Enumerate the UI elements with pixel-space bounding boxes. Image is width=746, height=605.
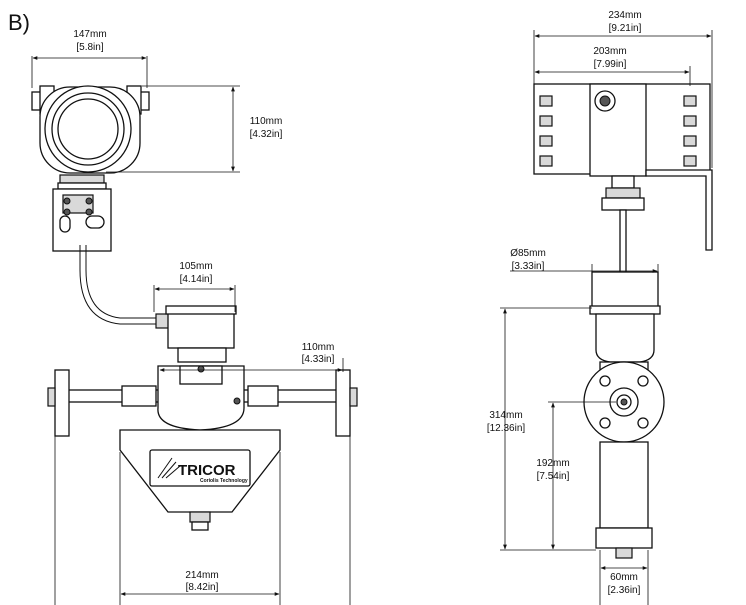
dim-label-in: [2.36in] — [608, 585, 641, 596]
cable-conduit — [79, 245, 160, 325]
logo-name: TRICOR — [178, 462, 236, 479]
dim-housing-width: 203mm [7.99in] — [534, 46, 691, 86]
dim-transmitter-height: 110mm [4.32in] — [106, 85, 283, 173]
dim-label-in: [7.99in] — [594, 59, 627, 70]
dim-label-mm: 314mm — [489, 410, 522, 421]
dim-label-in: [7.54in] — [537, 471, 570, 482]
dim-label-in: [4.14in] — [180, 274, 213, 285]
dim-overall-height: 314mm [12.36in] — [487, 307, 596, 551]
dim-label-mm: 214mm — [185, 570, 218, 581]
side-housing — [533, 83, 713, 251]
side-junction — [589, 271, 661, 363]
dim-label-mm: 60mm — [610, 572, 638, 583]
dim-label-mm: 147mm — [73, 29, 106, 40]
dim-label-mm: 110mm — [302, 342, 335, 353]
dim-overall-width: 234mm [9.21in] — [533, 10, 713, 168]
logo-mark-icon — [157, 457, 181, 479]
junction-box — [165, 305, 237, 363]
dim-label-mm: 105mm — [179, 261, 212, 272]
dim-label-in: [3.33in] — [512, 261, 545, 272]
dim-label-in: [9.21in] — [609, 23, 642, 34]
mounting-bracket — [52, 188, 112, 252]
sensor-body — [47, 365, 358, 531]
dim-base-width: 60mm [2.36in] — [599, 550, 649, 605]
dim-junction-box-width: 105mm [4.14in] — [153, 261, 236, 312]
dim-label-in: [5.8in] — [76, 42, 103, 53]
side-view: 234mm [9.21in] 203mm [7.99in] Ø85mm [3.3… — [487, 10, 713, 605]
side-flange — [583, 361, 665, 559]
dim-label-mm: 234mm — [608, 10, 641, 21]
dim-centerline-height: 192mm [7.54in] — [536, 401, 616, 550]
logo-tagline: Coriolis Technology — [200, 478, 248, 484]
dim-flange-offset: 110mm [4.33in] — [159, 342, 344, 372]
transmitter-housing — [31, 85, 150, 190]
front-view: TRICOR Coriolis Technology 147mm [5.8in]… — [31, 29, 358, 605]
dim-label-mm: 110mm — [250, 116, 283, 127]
tricor-logo: TRICOR Coriolis Technology — [149, 449, 251, 487]
dim-label-in: [4.33in] — [302, 354, 335, 365]
dim-diameter: Ø85mm [3.33in] — [510, 248, 659, 273]
dim-label-mm: 203mm — [593, 46, 626, 57]
dim-label-in: [4.32in] — [250, 129, 283, 140]
figure-label: B) — [8, 10, 30, 35]
dim-label-mm: Ø85mm — [510, 248, 546, 259]
dim-label-mm: 192mm — [536, 458, 569, 469]
dim-body-width: 214mm [8.42in] — [119, 452, 281, 605]
dim-label-in: [12.36in] — [487, 423, 526, 434]
dim-transmitter-width: 147mm [5.8in] — [31, 29, 148, 88]
dim-label-in: [8.42in] — [186, 582, 219, 593]
